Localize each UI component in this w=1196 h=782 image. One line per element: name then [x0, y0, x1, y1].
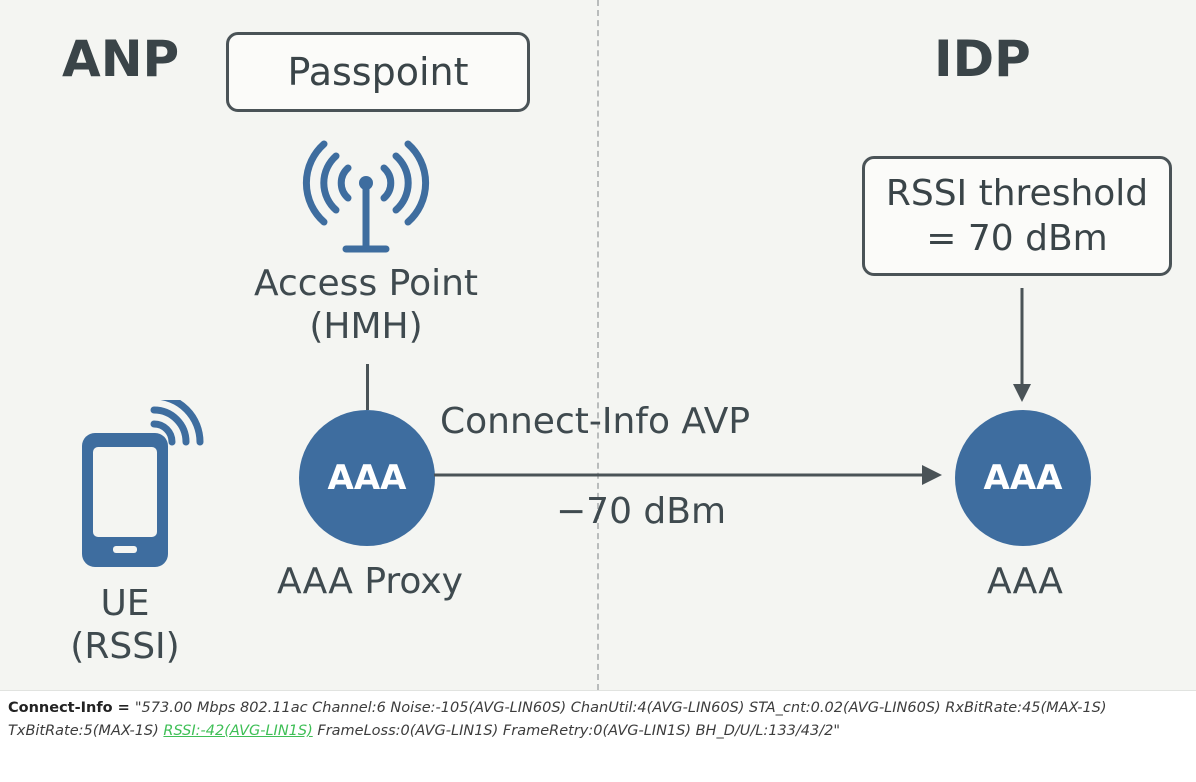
anp-domain-title: ANP: [62, 30, 180, 88]
passpoint-box: Passpoint: [226, 32, 530, 112]
aaa-server-label: AAA: [987, 561, 1063, 602]
aaa-proxy-node: AAA: [299, 410, 435, 546]
connect-info-arrow: [434, 465, 942, 485]
domain-divider: [597, 0, 599, 690]
aaa-proxy-label: AAA Proxy: [277, 561, 463, 602]
connect-info-value-part2: FrameLoss:0(AVG-LIN1S) FrameRetry:0(AVG-…: [312, 723, 841, 739]
passpoint-label: Passpoint: [287, 50, 469, 94]
connect-info-equals: =: [112, 700, 135, 716]
idp-domain-title: IDP: [934, 30, 1031, 88]
threshold-arrow: [1013, 288, 1031, 402]
ue-phone-icon: [82, 400, 204, 567]
rssi-value-label: −70 dBm: [556, 491, 727, 532]
connect-info-key: Connect-Info: [8, 700, 113, 716]
aaa-server-node: AAA: [955, 410, 1091, 546]
connect-info-caption: Connect-Info = "573.00 Mbps 802.11ac Cha…: [0, 690, 1196, 782]
access-point-label: Access Point (HMH): [253, 263, 479, 348]
ap-to-proxy-line: [366, 364, 369, 410]
connect-info-rssi-highlight: RSSI:-42(AVG-LIN1S): [163, 723, 313, 739]
connect-info-avp-label: Connect-Info AVP: [440, 401, 751, 442]
access-point-antenna-icon: [302, 140, 430, 253]
connect-info-value-part1: "573.00 Mbps 802.11ac Channel:6 Noise:-1…: [8, 700, 1107, 739]
rssi-threshold-box: RSSI threshold = 70 dBm: [862, 156, 1172, 276]
ue-label: UE (RSSI): [70, 583, 180, 668]
